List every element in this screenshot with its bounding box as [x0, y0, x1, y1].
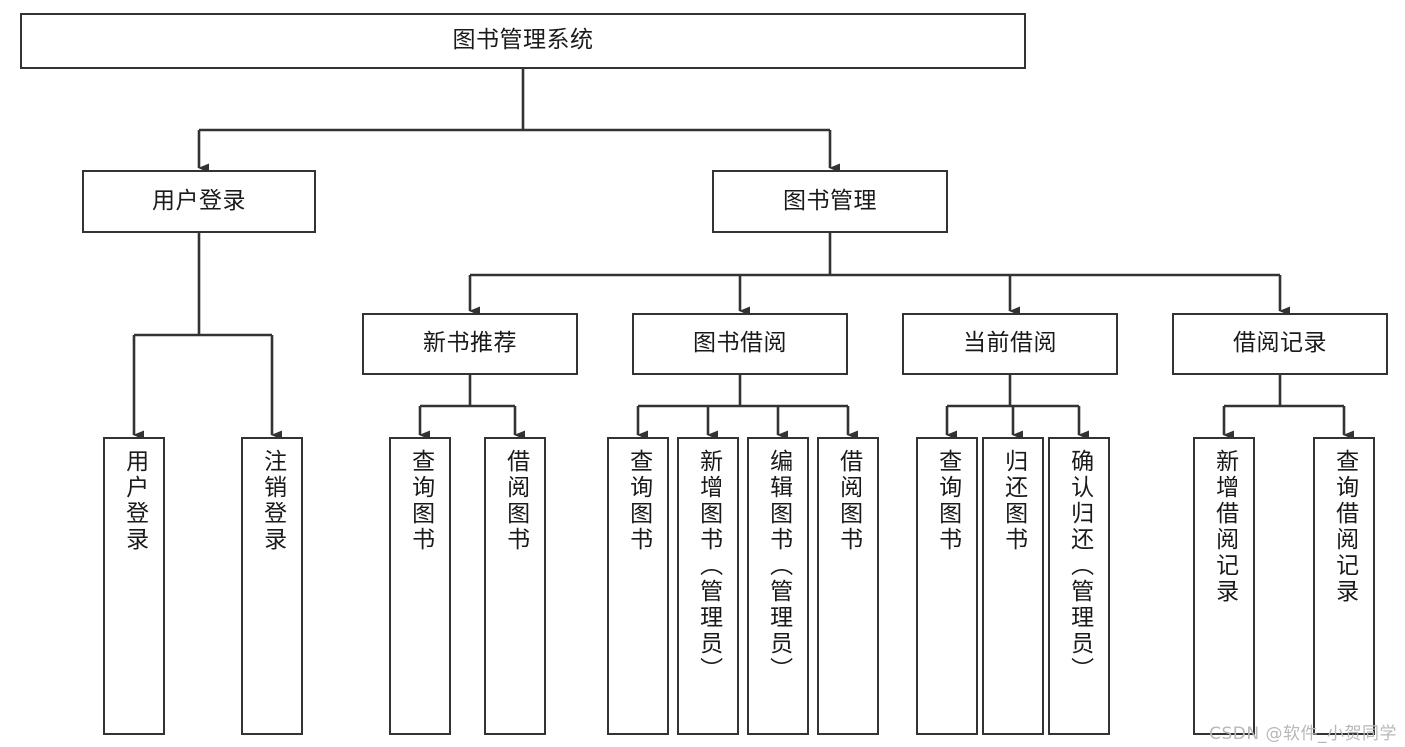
node-label: 图书管理系统: [452, 27, 594, 54]
node-label: 图书借阅: [693, 330, 787, 357]
node-leaf-logout[interactable]: 注销登录: [241, 437, 303, 735]
node-label: 确认归还（管理员）: [1066, 449, 1093, 683]
node-leaf-user-login[interactable]: 用户登录: [103, 437, 165, 735]
node-label: 查询图书: [934, 449, 961, 553]
node-label: 归还图书: [1000, 449, 1027, 553]
node-label: 查询借阅记录: [1331, 449, 1358, 605]
node-label: 借阅图书: [502, 449, 529, 553]
node-book-borrow[interactable]: 图书借阅: [632, 313, 848, 375]
node-label: 借阅记录: [1233, 330, 1327, 357]
node-leaf-confirm-return[interactable]: 确认归还（管理员）: [1048, 437, 1110, 735]
node-user-login[interactable]: 用户登录: [82, 170, 316, 233]
node-label: 注销登录: [259, 449, 286, 553]
node-borrow-record[interactable]: 借阅记录: [1172, 313, 1388, 375]
node-leaf-add-book[interactable]: 新增图书（管理员）: [677, 437, 739, 735]
node-leaf-edit-book[interactable]: 编辑图书（管理员）: [747, 437, 809, 735]
node-leaf-query-book-1[interactable]: 查询图书: [389, 437, 451, 735]
node-book-manage[interactable]: 图书管理: [712, 170, 948, 233]
node-label: 借阅图书: [835, 449, 862, 553]
node-label: 用户登录: [152, 187, 246, 214]
node-label: 编辑图书（管理员）: [765, 449, 792, 683]
node-leaf-query-book-2[interactable]: 查询图书: [607, 437, 669, 735]
node-label: 查询图书: [407, 449, 434, 553]
node-label: 新增借阅记录: [1211, 449, 1238, 605]
node-leaf-return-book[interactable]: 归还图书: [982, 437, 1044, 735]
node-label: 新书推荐: [423, 330, 517, 357]
node-current-borrow[interactable]: 当前借阅: [902, 313, 1118, 375]
node-leaf-add-record[interactable]: 新增借阅记录: [1193, 437, 1255, 735]
node-label: 图书管理: [783, 187, 877, 214]
node-leaf-borrow-book-1[interactable]: 借阅图书: [484, 437, 546, 735]
node-root[interactable]: 图书管理系统: [20, 13, 1026, 69]
node-label: 查询图书: [625, 449, 652, 553]
node-leaf-query-record[interactable]: 查询借阅记录: [1313, 437, 1375, 735]
node-leaf-query-book-3[interactable]: 查询图书: [916, 437, 978, 735]
csdn-watermark: CSDN @软件_小贺同学: [1209, 724, 1397, 744]
node-label: 用户登录: [121, 449, 148, 553]
node-leaf-borrow-book-2[interactable]: 借阅图书: [817, 437, 879, 735]
node-label: 当前借阅: [963, 330, 1057, 357]
node-new-book-rec[interactable]: 新书推荐: [362, 313, 578, 375]
node-label: 新增图书（管理员）: [695, 449, 722, 683]
